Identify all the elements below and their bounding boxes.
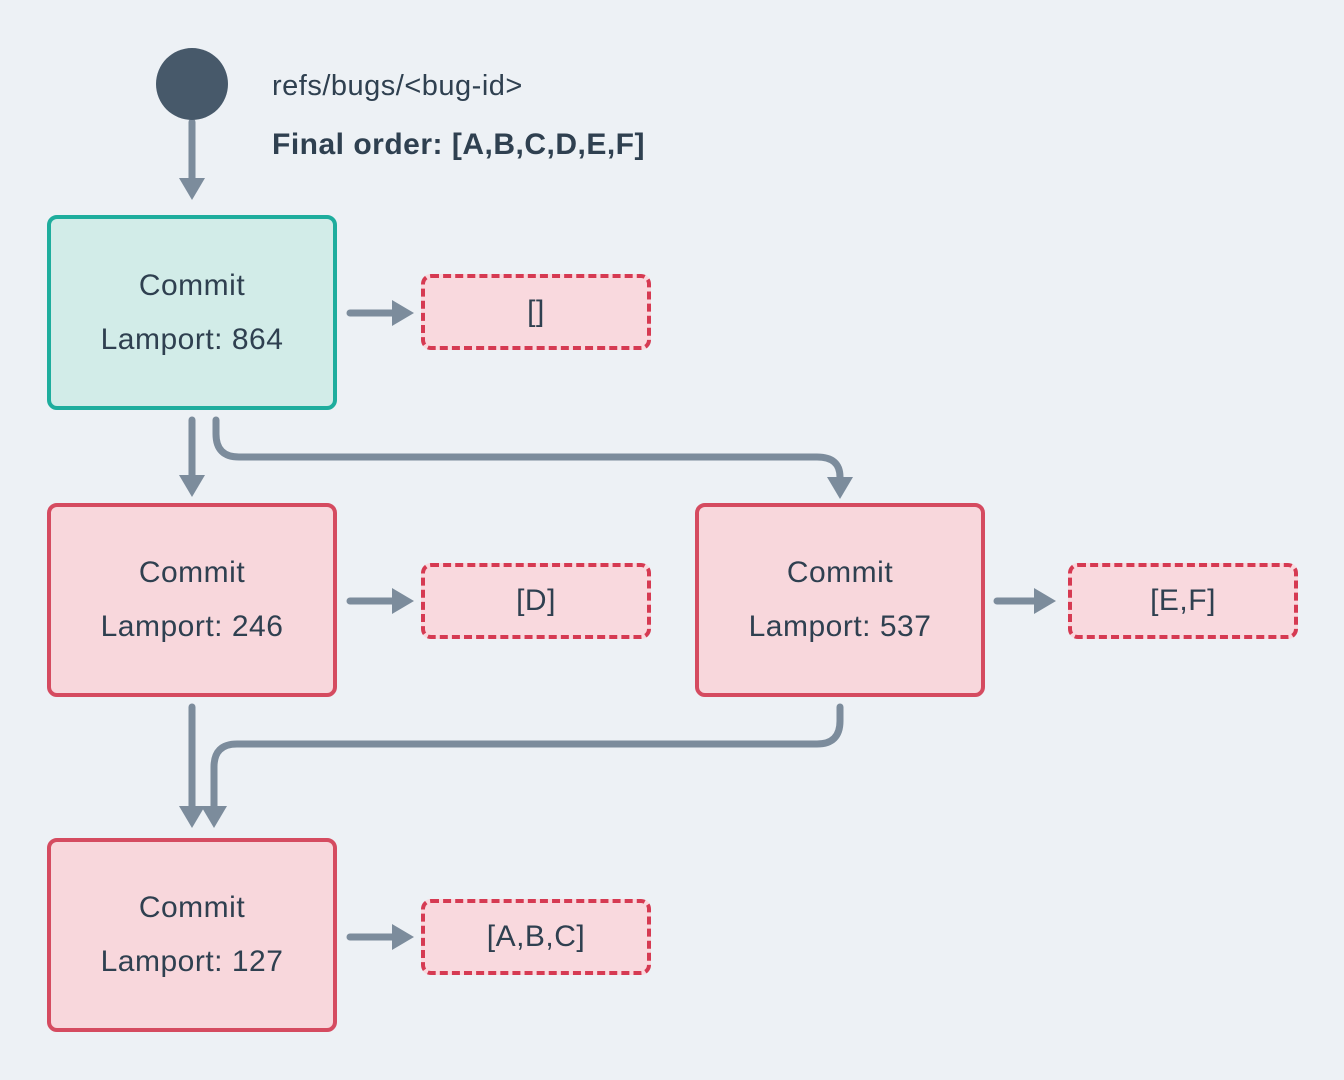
commit-title: Commit xyxy=(786,556,894,589)
ref-node-circle-icon xyxy=(156,48,228,120)
payload-box-left: [D] xyxy=(421,563,651,639)
payload-value: [E,F] xyxy=(1150,584,1216,617)
payload-value: [D] xyxy=(516,584,556,617)
arrow-right-to-payload xyxy=(993,588,1056,614)
commit-title: Commit xyxy=(138,268,246,302)
payload-box-merge: [A,B,C] xyxy=(421,899,651,975)
payload-box-right: [E,F] xyxy=(1068,563,1298,639)
commit-node-left: Commit Lamport: 246 xyxy=(47,503,337,697)
arrow-merge-to-payload xyxy=(346,924,414,950)
arrow-root-to-right xyxy=(212,416,853,499)
payload-value: [] xyxy=(527,295,545,328)
arrow-ref-to-root xyxy=(179,118,205,200)
arrow-left-to-payload xyxy=(346,588,414,614)
payload-value: [A,B,C] xyxy=(486,920,586,953)
arrow-left-to-merge xyxy=(179,703,205,828)
ref-label: refs/bugs/<bug-id> xyxy=(272,70,523,102)
arrow-root-to-left xyxy=(179,416,205,497)
commit-title: Commit xyxy=(138,556,246,589)
arrow-right-to-merge xyxy=(201,703,844,828)
commit-lamport: Lamport: 127 xyxy=(100,945,284,978)
commit-node-root: Commit Lamport: 864 xyxy=(47,215,337,410)
payload-box-root: [] xyxy=(421,274,651,350)
arrow-root-to-payload xyxy=(346,300,414,326)
commit-lamport: Lamport: 246 xyxy=(100,610,284,643)
final-order-label: Final order: [A,B,C,D,E,F] xyxy=(272,128,645,161)
commit-title: Commit xyxy=(138,891,246,924)
commit-node-merge: Commit Lamport: 127 xyxy=(47,838,337,1032)
commit-node-right: Commit Lamport: 537 xyxy=(695,503,985,697)
commit-lamport: Lamport: 864 xyxy=(100,322,284,356)
commit-lamport: Lamport: 537 xyxy=(748,610,932,643)
